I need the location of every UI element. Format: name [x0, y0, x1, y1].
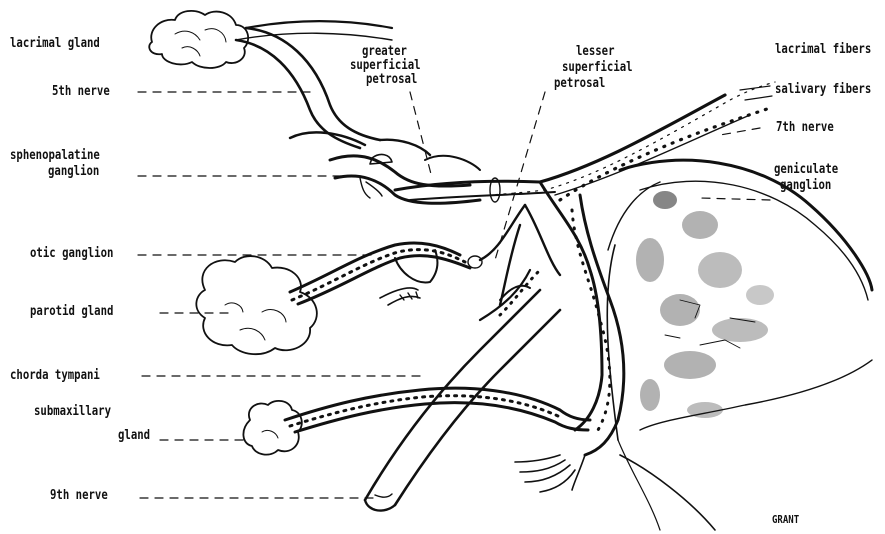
artist-signature: GRANT — [772, 512, 799, 527]
label-chorda-tympani: chorda tympani — [10, 368, 100, 383]
otic-ganglion — [290, 243, 470, 305]
label-greater: greater — [362, 44, 407, 59]
label-fifth-nerve: 5th nerve — [52, 84, 110, 99]
greater-superficial-petrosal — [395, 178, 555, 202]
label-salivary-fibers: salivary fibers — [775, 82, 871, 97]
label-geniculate-ganglion: ganglion — [780, 178, 831, 193]
leader-lacrimal-fibers — [740, 86, 770, 90]
label-geniculate: geniculate — [774, 162, 838, 177]
sphenopalatine-ganglion — [330, 155, 480, 204]
lacrimal-gland — [149, 11, 248, 68]
label-ninth-nerve: 9th nerve — [50, 488, 108, 503]
label-greater-superficial: superficial — [350, 58, 421, 73]
bone-stipple — [636, 191, 774, 418]
label-greater-petrosal: petrosal — [366, 72, 417, 87]
label-lacrimal-fibers: lacrimal fibers — [775, 42, 871, 57]
label-parotid-gland: parotid gland — [30, 304, 113, 319]
temporal-bone — [607, 160, 872, 530]
label-submaxillary: submaxillary — [34, 404, 111, 419]
label-sphenopalatine: sphenopalatine — [10, 148, 100, 163]
label-sphenopalatine-ganglion: ganglion — [48, 164, 99, 179]
label-seventh-nerve: 7th nerve — [776, 120, 834, 135]
submaxillary-gland — [243, 401, 301, 455]
label-lesser-superficial: superficial — [562, 60, 633, 75]
label-lacrimal-gland: lacrimal gland — [10, 36, 100, 51]
label-otic-ganglion: otic ganglion — [30, 246, 113, 261]
label-lesser: lesser — [576, 44, 615, 59]
fifth-nerve — [236, 21, 430, 155]
seventh-fan-branches — [515, 455, 585, 492]
label-submaxillary-gland: gland — [118, 428, 150, 443]
chorda-tympani — [285, 270, 590, 432]
label-lesser-petrosal: petrosal — [554, 76, 605, 91]
leader-salivary-fibers — [745, 96, 772, 100]
